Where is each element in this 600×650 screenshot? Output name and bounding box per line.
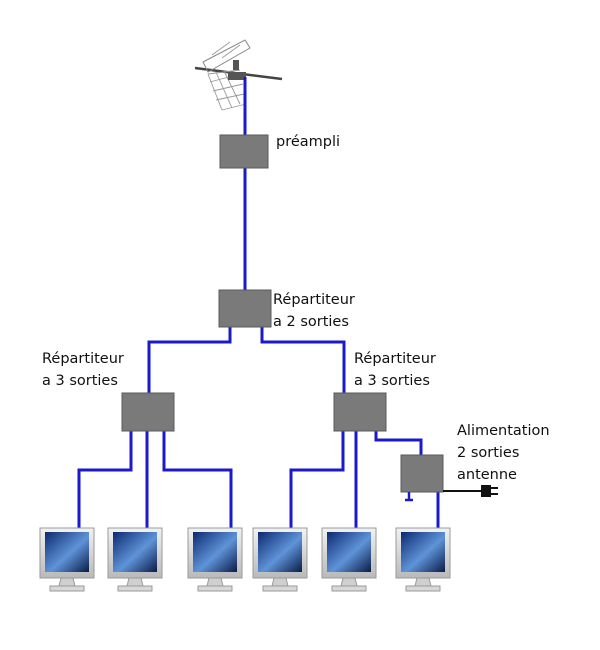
main-splitter-label-line-2: a 2 sorties [273,314,349,330]
tv-monitor-icon [395,527,451,592]
tv-antenna-icon [194,39,283,111]
power-supply-label: Alimentation 2 sorties antenne [457,420,550,486]
tv-monitor-icon [252,527,308,592]
main-splitter-label-line-1: Répartiteur [273,292,355,308]
right-splitter-label-line-1: Répartiteur [354,351,436,367]
tv-monitor-icon [107,527,163,592]
tv-monitor-icon [187,527,243,592]
right-splitter-label-line-2: a 3 sorties [354,373,430,389]
cable-main-to-left [147,327,232,393]
power-supply-label-line-1: Alimentation [457,423,550,439]
cable-right-out-1 [289,431,345,528]
cable-main-to-right [260,327,346,393]
tv-monitor-icon [321,527,377,592]
power-supply-label-line-2: 2 sorties [457,445,520,461]
preampli-box [219,134,269,169]
main-splitter-box [218,289,272,328]
cable-right-out-3 [374,431,423,455]
left-splitter-label-line-2: a 3 sorties [42,373,118,389]
coax-cables [77,77,440,528]
left-splitter-label-line-1: Répartiteur [42,351,124,367]
left-splitter-box [121,392,175,432]
tv-monitor-icon [39,527,95,592]
power-supply-label-line-3: antenne [457,467,517,483]
power-supply-box [400,454,444,493]
preampli-label: préampli [276,134,341,150]
left-splitter-label: Répartiteur a 3 sorties [42,348,124,392]
power-supply-stub [405,492,413,502]
power-plug-icon [443,485,498,497]
main-splitter-label: Répartiteur a 2 sorties [273,289,355,333]
cable-left-out-3 [162,431,233,528]
right-splitter-box [333,392,387,432]
right-splitter-label: Répartiteur a 3 sorties [354,348,436,392]
cable-left-out-1 [77,431,133,528]
